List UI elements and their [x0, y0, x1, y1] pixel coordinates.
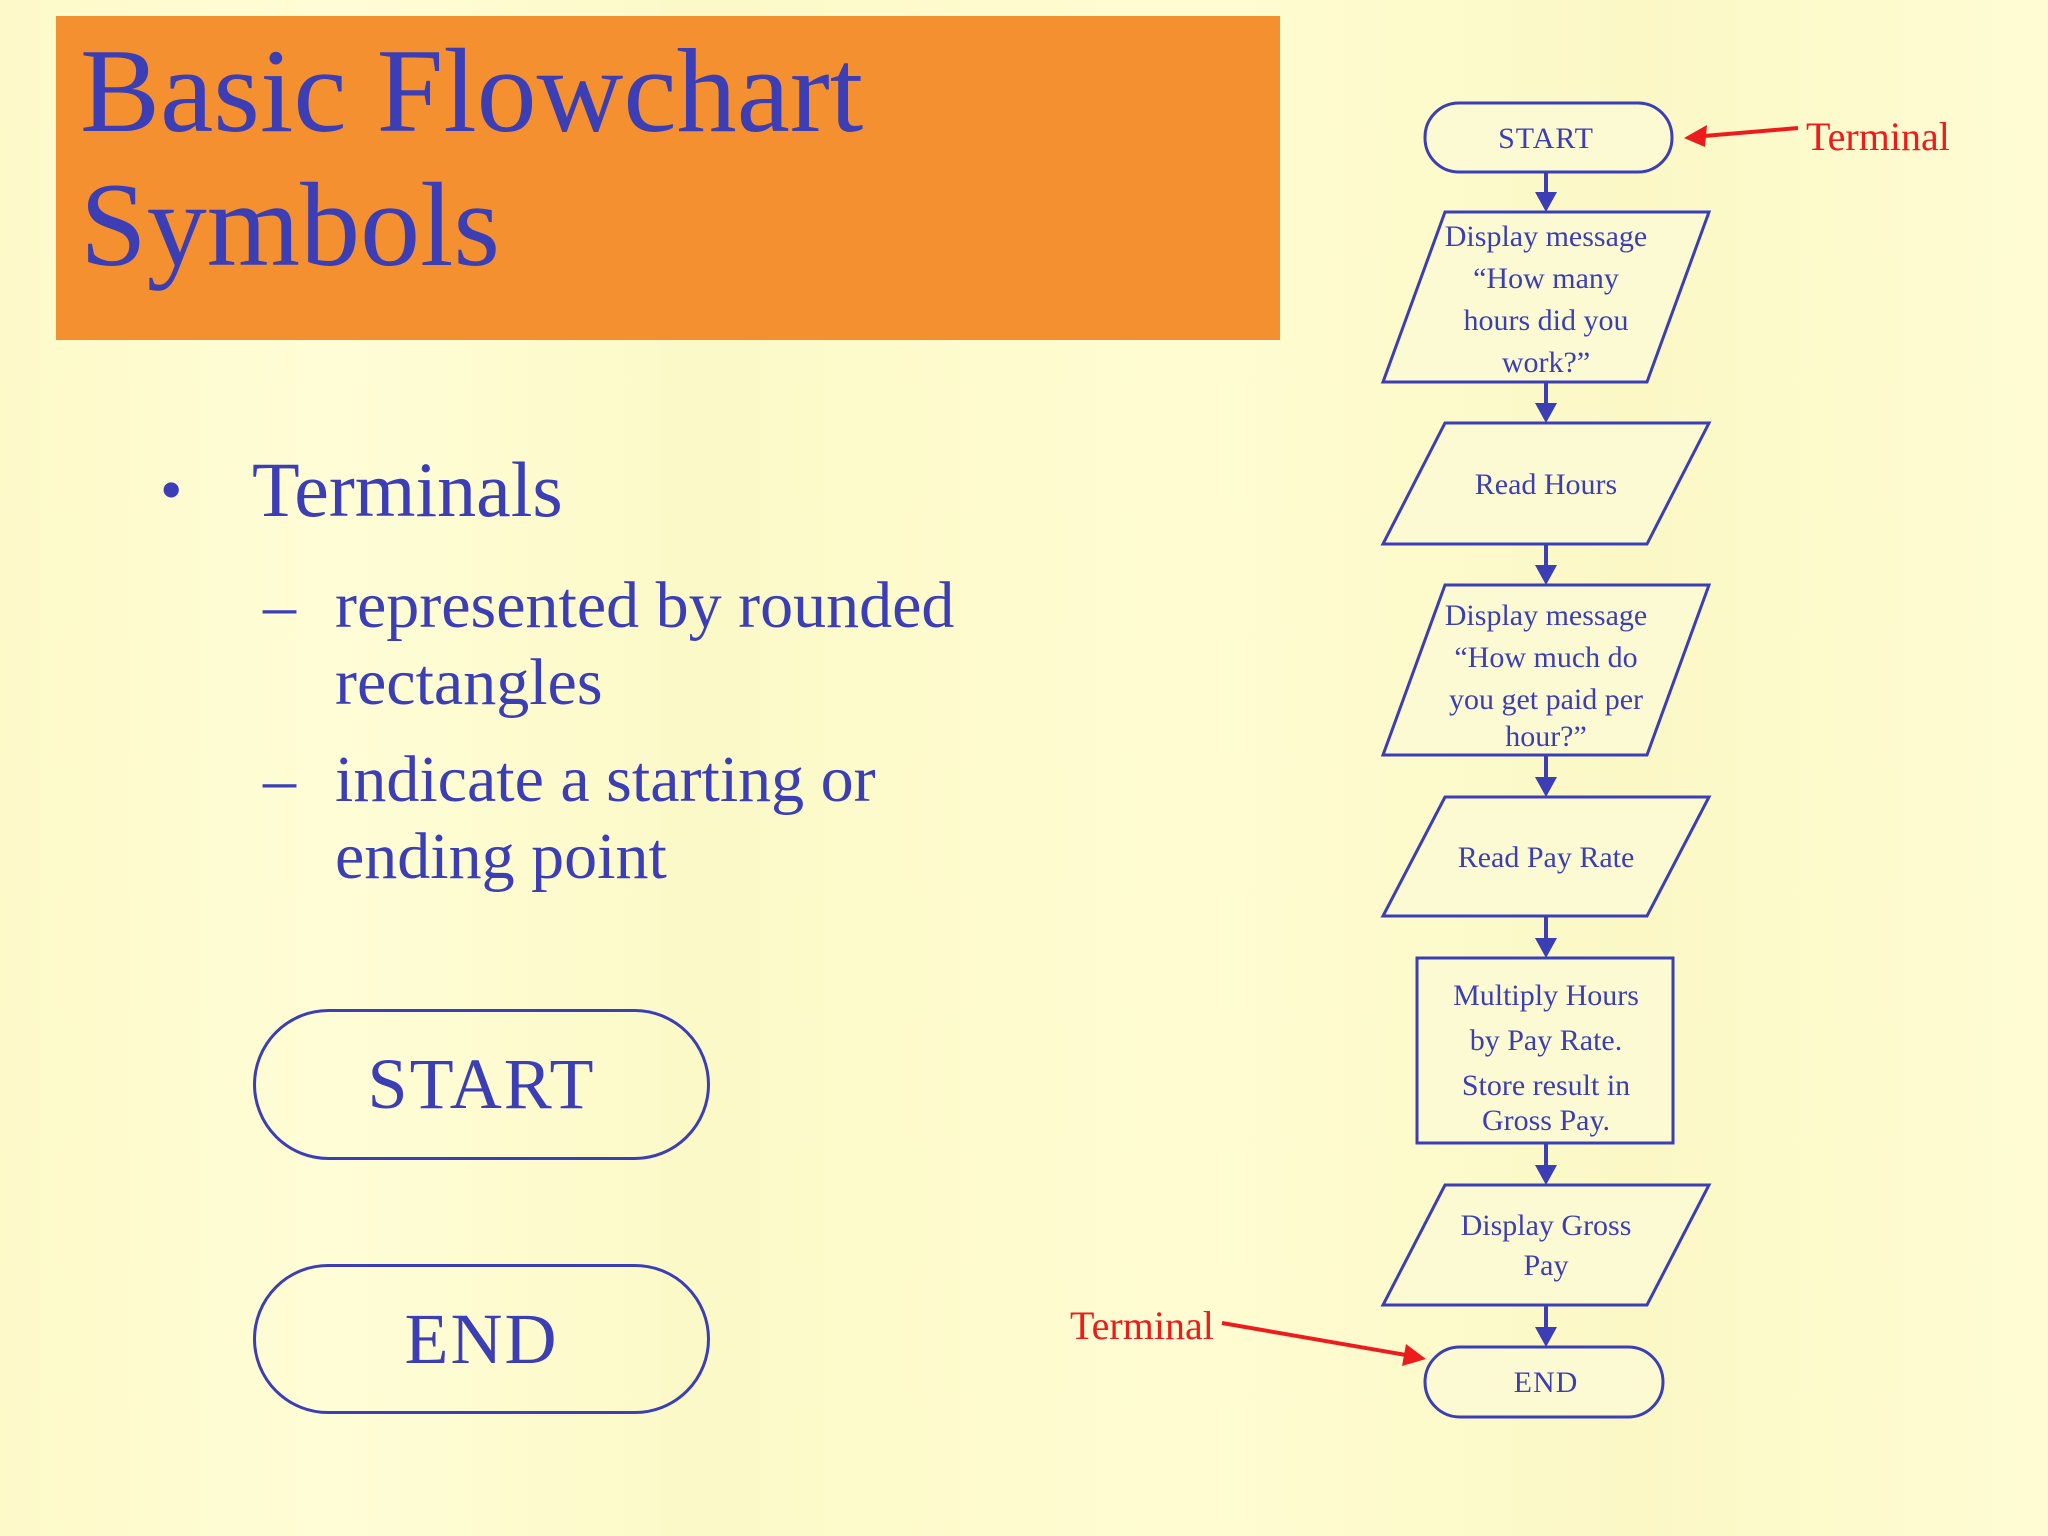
- flowchart-io5-line1: Display Gross: [1461, 1209, 1632, 1242]
- flowchart-end-label: END: [1514, 1366, 1579, 1399]
- flowchart-io1-line1: Display message: [1445, 220, 1647, 253]
- flowchart-io1-line4: work?”: [1502, 346, 1590, 379]
- flow-arrowhead: [1535, 403, 1557, 423]
- flowchart-process-line1: Multiply Hours: [1453, 979, 1639, 1012]
- flowchart-process-multiply-shape: [1415, 956, 1675, 1145]
- flowchart-process-line2: by Pay Rate.: [1470, 1024, 1622, 1057]
- flowchart-process-line3: Store result in: [1462, 1069, 1630, 1102]
- flow-arrowhead: [1535, 777, 1557, 797]
- flowchart-io5-line2: Pay: [1524, 1249, 1569, 1282]
- bullet-dot-marker: •: [160, 454, 183, 525]
- page-title: Basic Flowchart Symbols: [80, 24, 864, 292]
- example-start-label: START: [367, 1044, 596, 1124]
- flow-arrowhead: [1535, 1327, 1557, 1347]
- flowchart-canvas: START Display message “How many hours di…: [1070, 101, 1950, 1419]
- example-end-label: END: [404, 1298, 559, 1379]
- flowchart-io3-line4: hour?”: [1505, 720, 1587, 753]
- example-end-terminal: END: [253, 1264, 710, 1414]
- flowchart-end-terminal-shape: [1423, 1345, 1665, 1419]
- annotation-arrowhead-top: [1684, 125, 1707, 147]
- flowchart-io-read-pay-rate-shape: [1380, 795, 1712, 918]
- flowchart-io-display-gross-pay-shape: [1380, 1183, 1712, 1307]
- flow-arrowhead: [1535, 938, 1557, 958]
- dash-marker: –: [263, 569, 296, 642]
- subbullet-rounded-rectangles-label: represented by rounded rectangles: [335, 569, 955, 719]
- flowchart-io-display-hours-shape: [1380, 210, 1712, 384]
- flowchart-io2-line1: Read Hours: [1475, 468, 1617, 501]
- title-banner: Basic Flowchart Symbols: [56, 16, 1280, 340]
- annotation-arrow-top-line: [1703, 126, 1799, 138]
- flow-arrowhead: [1535, 192, 1557, 212]
- annotation-terminal-bottom-label: Terminal: [1070, 1303, 1214, 1348]
- flowchart-io3-line1: Display message: [1445, 599, 1647, 632]
- flowchart-start-terminal-shape: [1423, 101, 1674, 174]
- flowchart-io1-line3: hours did you: [1464, 304, 1629, 337]
- flowchart-io3-line2: “How much do: [1454, 641, 1637, 674]
- example-start-terminal: START: [253, 1009, 710, 1160]
- flowchart-io-read-hours-shape: [1380, 421, 1712, 546]
- flow-arrowhead: [1535, 565, 1557, 585]
- annotation-arrow-bottom-line: [1221, 1321, 1407, 1357]
- subbullet-start-end-point-label: indicate a starting or ending point: [335, 743, 876, 893]
- dash-marker: –: [263, 743, 296, 816]
- flow-arrowhead: [1535, 1165, 1557, 1185]
- subbullet-start-end-point: – indicate a starting or ending point: [263, 742, 1025, 895]
- flowchart-io3-line3: you get paid per: [1449, 683, 1643, 716]
- annotation-arrowhead-bottom: [1402, 1344, 1426, 1366]
- subbullet-rounded-rectangles: – represented by rounded rectangles: [263, 568, 1025, 721]
- flowchart-io4-line1: Read Pay Rate: [1458, 841, 1635, 874]
- annotation-terminal-top-label: Terminal: [1806, 114, 1950, 159]
- flowchart-start-label: START: [1498, 122, 1594, 155]
- bullet-terminals: • Terminals: [160, 445, 563, 535]
- flowchart-io1-line2: “How many: [1473, 262, 1619, 295]
- flowchart-io-display-pay-shape: [1380, 583, 1712, 757]
- flowchart-process-line4: Gross Pay.: [1482, 1104, 1610, 1137]
- bullet-terminals-label: Terminals: [252, 446, 563, 533]
